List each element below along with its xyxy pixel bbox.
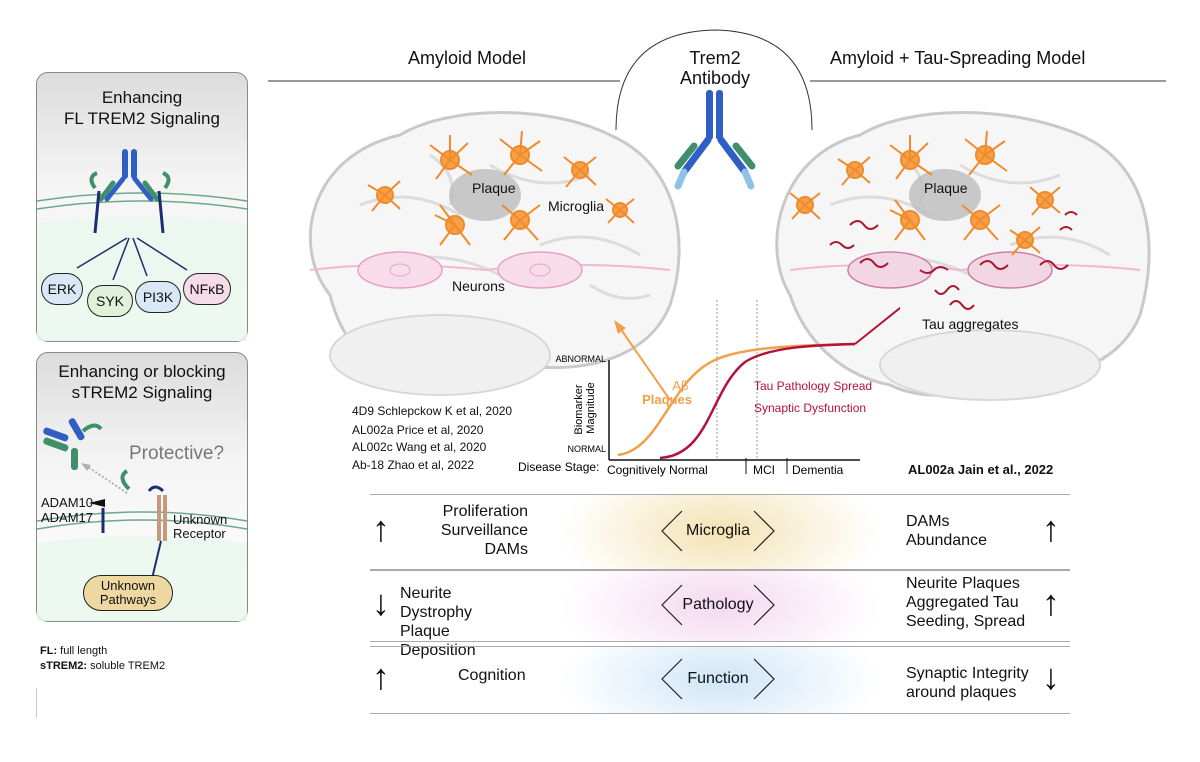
tau-aggregates-label: Tau aggregates [922,316,1019,332]
row-right-arrow: ↑ [1042,582,1060,623]
hexagon-outline-icon [661,658,775,700]
hexagon-outline-icon [661,510,775,552]
chart-stage-mci: MCI [753,463,775,477]
fl-trem2-title: Enhancing FL TREM2 Signaling [64,88,220,128]
left-brain-illustration [308,111,681,396]
row-center-category: Microglia [660,509,776,553]
comparison-row-band [370,646,1070,714]
row-center-category: Function [660,657,776,701]
chart-y-label-line-1: Biomarker [573,384,585,434]
left-edge-divider [36,688,37,718]
row-center-category: Pathology [660,583,776,627]
row-center-label: Function [687,670,749,687]
antibody-heavy-chain-right [131,149,137,179]
legend-s-value: soluble TREM2 [87,660,166,672]
biomarker-chart: ABNORMAL NORMAL Biomarker Magnitude Aβ P… [518,300,900,477]
reference-al002a-price: AL002a Price et al, 2020 [352,423,484,437]
abeta-series-label: Aβ Plaques [642,378,692,407]
neurons-label: Neurons [452,278,505,294]
hexagon-outline-icon [661,584,775,626]
row-right-arrow: ↑ [1042,508,1060,549]
pathway-syk-pill: SYK [87,285,133,317]
fl-trem2-panel: Enhancing FL TREM2 Signaling ERK SYK PI3… [36,72,248,342]
reference-al002a-jain: AL002a Jain et al., 2022 [908,462,1054,477]
abbreviation-legend: FL: full length sTREM2: soluble TREM2 [40,644,165,674]
trem2-antibody-icon [674,90,756,190]
unknown-receptor-label: Unknown Receptor [173,512,228,541]
row-right-arrow: ↓ [1042,656,1060,697]
chart-stage-cognitively-normal: Cognitively Normal [607,463,708,477]
reference-ab18-zhao: Ab-18 Zhao et al, 2022 [352,458,475,472]
strem2-panel: Enhancing or blocking sTREM2 Signaling P… [36,352,248,622]
chart-y-tick-top: ABNORMAL [555,354,606,364]
plaque-label-left: Plaque [472,180,516,196]
abeta-arrow-head [614,320,626,334]
row-center-label: Pathology [682,596,754,613]
row-center-label: Microglia [685,522,750,539]
chart-y-label: Biomarker Magnitude [573,381,597,434]
amyloid-model-header: Amyloid Model [408,48,527,68]
chart-y-label-line-2: Magnitude [585,382,597,433]
strem2-title: Enhancing or blocking sTREM2 Signaling [58,362,226,402]
tau-label-line-2: Synaptic Dysfunction [754,401,866,415]
adam-enzymes-label: ADAM10 ADAM17 [41,495,94,525]
protective-question-label: Protective? [129,443,225,464]
abeta-label-line-1: Aβ [672,378,688,393]
pathway-nfkb-pill: NFκB [183,273,231,305]
tau-series-line [659,342,856,460]
tau-spreading-model-header: Amyloid + Tau-Spreading Model [830,48,1086,68]
pathway-erk-pill: ERK [41,273,83,305]
row-left-text: Proliferation Surveillance DAMs [440,503,528,558]
chart-stage-dementia: Dementia [792,463,844,477]
abeta-arrow-line [619,327,671,401]
legend-fl-key: FL: [40,645,58,657]
reference-al002c-wang: AL002c Wang et al, 2020 [352,440,487,454]
row-right-text: Neurite Plaques Aggregated Tau Seeding, … [906,575,1026,630]
antibody-heavy-chain-left [122,149,128,179]
abeta-label-line-2: Plaques [642,392,692,407]
comparison-row-band [370,494,1070,570]
row-left-arrow: ↓ [372,582,390,623]
chart-y-tick-bottom: NORMAL [567,444,606,454]
reference-4d9: 4D9 Schlepckow K et al, 2020 [352,404,513,418]
row-left-arrow: ↑ [372,656,390,697]
chart-x-axis-title: Disease Stage: [518,460,599,474]
tau-arrow-line [854,306,900,345]
legend-s-key: sTREM2: [40,660,88,672]
pathway-pi3k-pill: PI3K [135,281,181,313]
microglia-label: Microglia [548,198,605,214]
comparison-row-band [370,570,1070,642]
row-right-text: DAMs Abundance [906,513,987,549]
header-lines [268,29,1166,131]
plaque-label-right: Plaque [924,180,968,196]
row-left-arrow: ↑ [372,508,390,549]
tau-label-line-1: Tau Pathology Spread [754,379,872,393]
legend-fl-value: full length [57,645,108,657]
trem2-antibody-header: Trem2 Antibody [679,48,751,88]
right-brain-illustration [775,111,1151,401]
row-right-text: Synaptic Integrity around plaques [906,665,1029,701]
row-left-text: Cognition [458,667,526,684]
unknown-pathways-pill: Unknown Pathways [83,575,173,611]
tau-series-label: Tau Pathology Spread Synaptic Dysfunctio… [754,379,875,415]
